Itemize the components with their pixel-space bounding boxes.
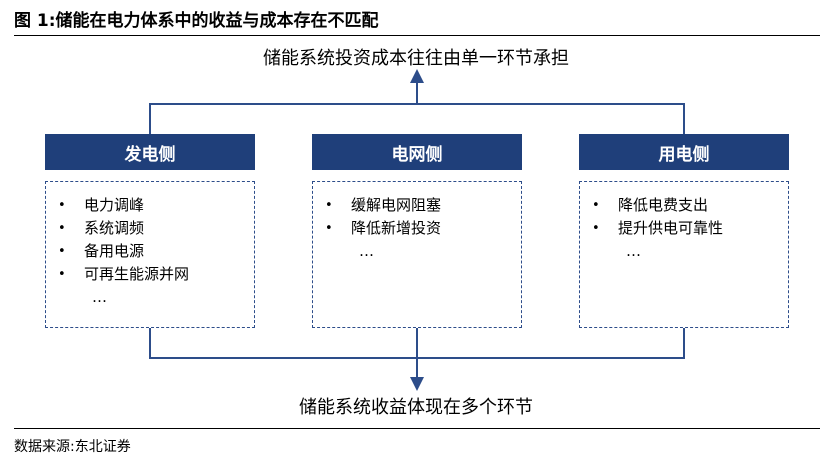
title-rule xyxy=(14,35,820,36)
list-item: •提升供电可靠性 xyxy=(592,219,724,237)
list-item: •降低电费支出 xyxy=(592,196,709,214)
list-item: •系统调频 xyxy=(58,219,145,237)
list-item: •缓解电网阻塞 xyxy=(325,196,442,214)
panel-generation-side: •电力调峰 •系统调频 •备用电源 •可再生能源并网 … xyxy=(45,181,255,328)
list-item: •备用电源 xyxy=(58,242,145,260)
header-grid-side: 电网侧 xyxy=(312,134,522,170)
list-item: •电力调峰 xyxy=(58,196,145,214)
ellipsis: … xyxy=(359,242,374,260)
list-item: •可再生能源并网 xyxy=(58,265,190,283)
header-generation-side: 发电侧 xyxy=(45,134,255,170)
generation-side-list: •电力调峰 •系统调频 •备用电源 •可再生能源并网 xyxy=(46,194,254,286)
top-bracket-line xyxy=(149,103,685,134)
source-rule xyxy=(14,428,820,429)
list-item: •降低新增投资 xyxy=(325,219,442,237)
bottom-caption: 储能系统收益体现在多个环节 xyxy=(299,397,533,418)
grid-side-list: •缓解电网阻塞 •降低新增投资 xyxy=(313,194,521,240)
consumption-side-list: •降低电费支出 •提升供电可靠性 xyxy=(580,194,788,240)
ellipsis: … xyxy=(92,288,107,306)
top-caption: 储能系统投资成本往往由单一环节承担 xyxy=(263,48,569,69)
header-consumption-side: 用电侧 xyxy=(579,134,789,170)
panel-grid-side: •缓解电网阻塞 •降低新增投资 … xyxy=(312,181,522,328)
ellipsis: … xyxy=(626,242,641,260)
panel-consumption-side: •降低电费支出 •提升供电可靠性 … xyxy=(579,181,789,328)
figure-title: 图 1:储能在电力体系中的收益与成本存在不匹配 xyxy=(14,11,379,31)
source-note: 数据来源:东北证券 xyxy=(14,439,131,455)
